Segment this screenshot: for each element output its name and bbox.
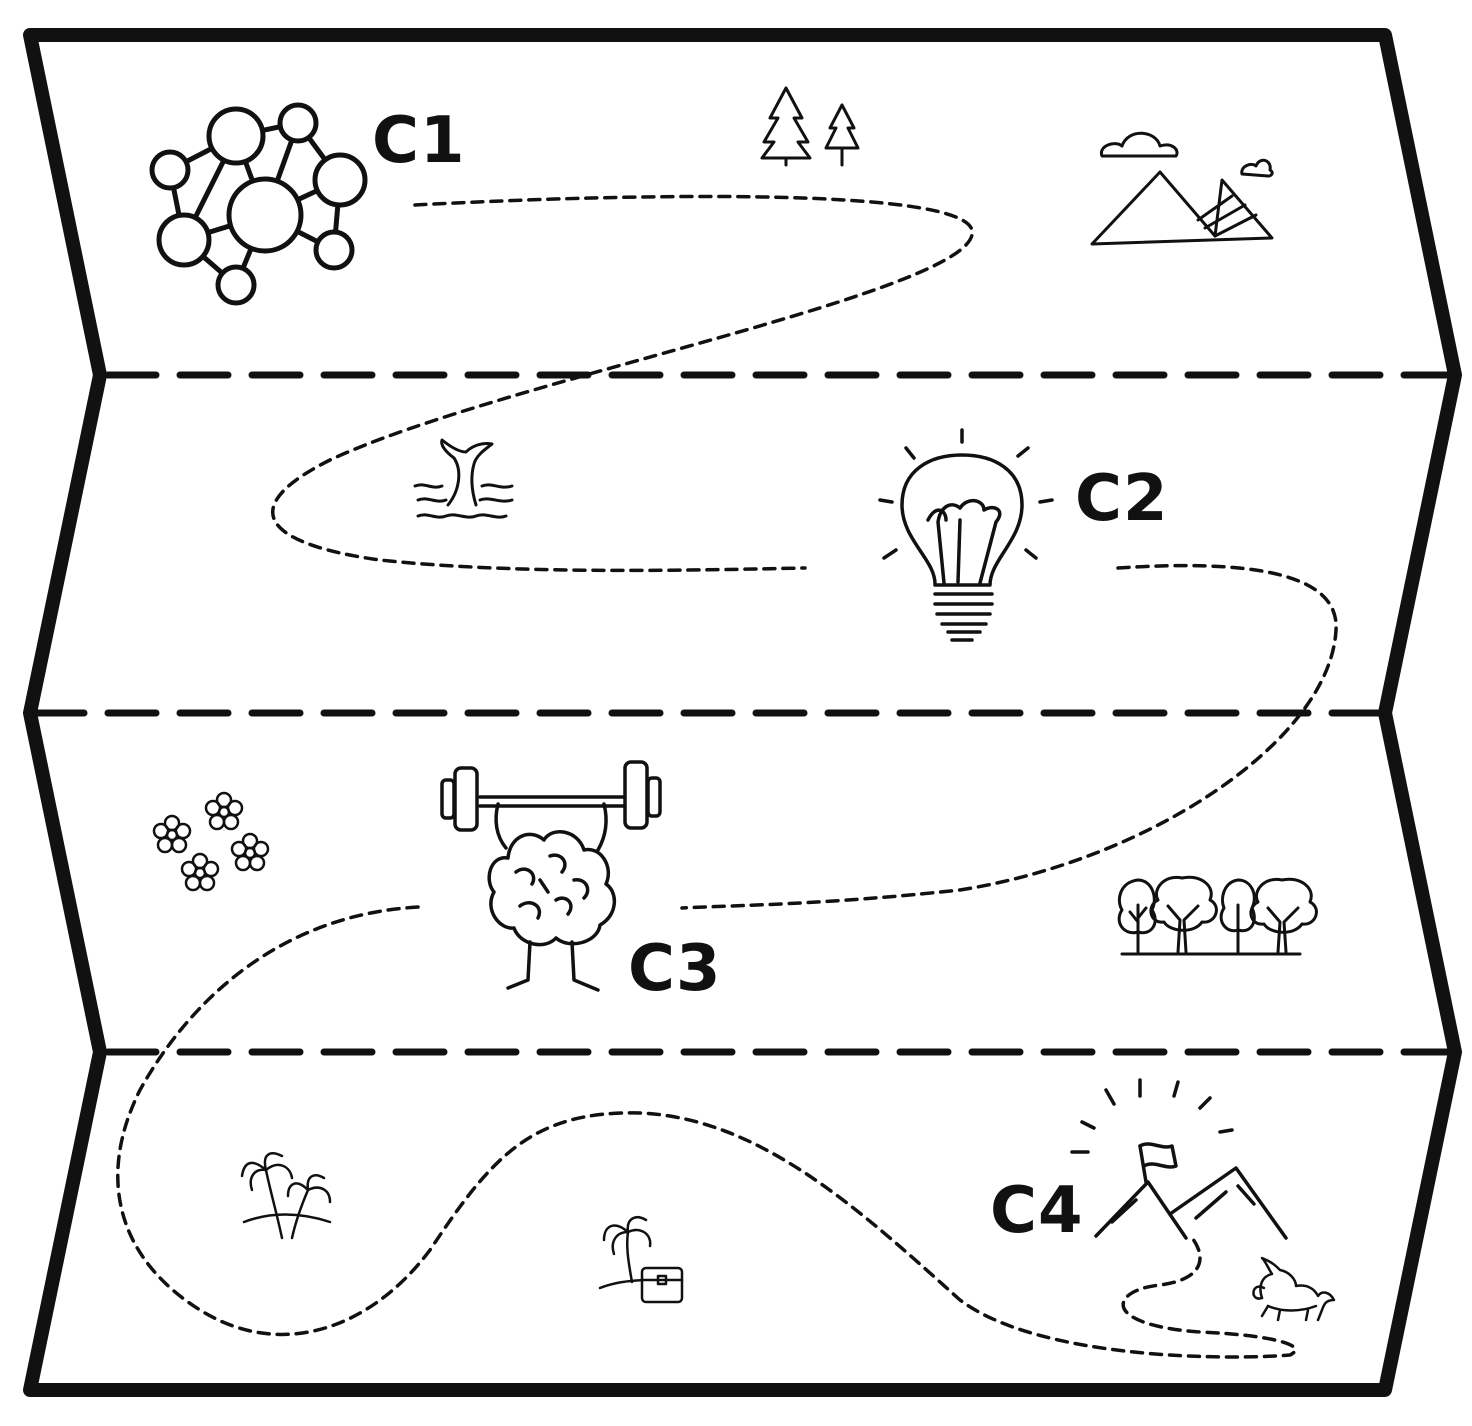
checkpoint-label-c1: C1 [372,104,466,178]
fold-lines [32,371,1452,1056]
forest-trees-icon [1117,875,1318,956]
checkpoint-label-c2: C2 [1075,462,1169,536]
checkpoint-label-c3: C3 [628,932,722,1006]
palm-trees-icon [240,1152,332,1240]
brain-lifting-barbell-icon [440,760,662,992]
journey-path-2 [680,563,1338,910]
pine-trees-icon [760,86,860,167]
checkpoint-label-c4: C4 [990,1174,1084,1248]
lightbulb-icon [878,428,1054,642]
unicorn-icon [1252,1256,1336,1322]
mountains-clouds-icon [1090,131,1274,246]
journey-path-3 [116,905,1297,1359]
journey-path [271,194,974,573]
map-outline [23,28,1462,1397]
flowers-icon [152,791,270,892]
whale-tail-icon [413,438,514,519]
network-icon [149,102,368,306]
mountain-flag-icon [1070,1078,1288,1240]
treasure-island-icon [598,1216,684,1304]
